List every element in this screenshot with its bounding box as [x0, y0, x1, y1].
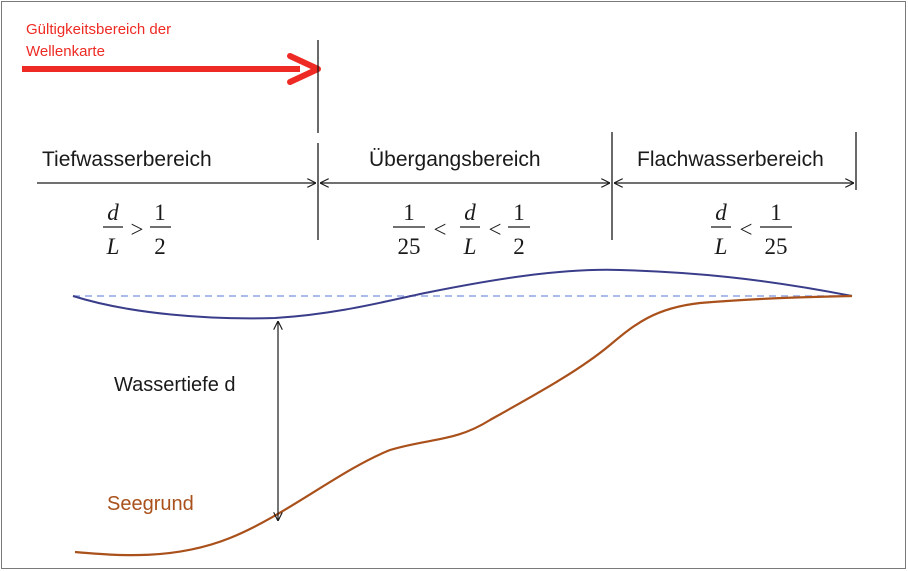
- zone-label-deep-water: Tiefwasserbereich: [42, 148, 212, 171]
- formula-transition: 1 25 < d L < 1 2: [393, 200, 530, 259]
- comparison-operator: <: [434, 217, 447, 242]
- fraction-denominator: 25: [398, 234, 421, 259]
- fraction-numerator: 1: [403, 200, 415, 225]
- fraction-denominator: L: [106, 234, 120, 259]
- validity-title-line-2: Wellenkarte: [26, 43, 105, 60]
- fraction-numerator: d: [464, 200, 476, 225]
- fraction-denominator: 2: [154, 234, 166, 259]
- comparison-operator: <: [489, 217, 502, 242]
- fraction-denominator: 2: [513, 234, 525, 259]
- fraction-denominator: L: [714, 234, 728, 259]
- fraction-numerator: d: [715, 200, 727, 225]
- comparison-operator: >: [131, 217, 144, 242]
- fraction-numerator: 1: [770, 200, 782, 225]
- fraction-denominator: L: [463, 234, 477, 259]
- validity-title-line-1: Gültigkeitsbereich der: [26, 21, 171, 38]
- zone-label-transition: Übergangsbereich: [369, 148, 541, 171]
- zone-label-shallow-water: Flachwasserbereich: [637, 148, 824, 171]
- comparison-operator: <: [740, 217, 753, 242]
- fraction-denominator: 25: [765, 234, 788, 259]
- fraction-numerator: 1: [154, 200, 166, 225]
- fraction-numerator: 1: [513, 200, 525, 225]
- wave-surface-curve: [72, 268, 853, 320]
- seabed-curve: [74, 294, 853, 557]
- seabed-label: Seegrund: [107, 493, 194, 515]
- formula-deep-water: d L > 1 2: [103, 200, 171, 259]
- water-depth-label: Wassertiefe d: [114, 374, 236, 396]
- formula-shallow-water: d L < 1 25: [711, 200, 792, 259]
- fraction-numerator: d: [107, 200, 119, 225]
